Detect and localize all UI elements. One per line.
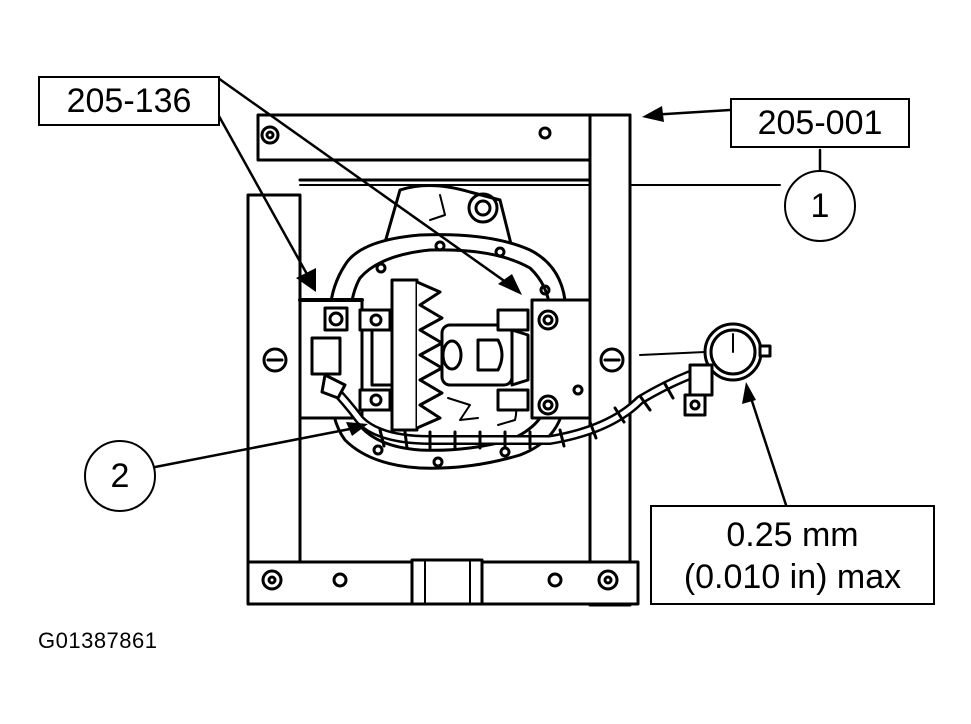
flexible-indicator-arm: [320, 370, 695, 450]
right-bearing-cap: [496, 298, 594, 420]
left-bearing-cap: [298, 298, 392, 420]
runout-spec-metric: 0.25 mm: [726, 516, 859, 554]
differential-case: [440, 323, 530, 426]
runout-spec-imperial: (0.010 in) max: [683, 558, 902, 596]
item-callout-2: 2: [84, 440, 156, 512]
arrowheads: [296, 106, 756, 436]
holding-fixture-frame: [246, 113, 640, 607]
tool-callout-205-001: 205-001: [730, 98, 910, 148]
ring-gear: [370, 278, 444, 432]
leader-lines: [148, 76, 822, 507]
item-callout-2-label: 2: [110, 456, 130, 495]
tool-callout-205-001-label: 205-001: [757, 104, 883, 142]
item-callout-1-label: 1: [810, 186, 830, 225]
tool-callout-205-136-label: 205-136: [66, 82, 192, 120]
runout-spec-box: 0.25 mm (0.010 in) max: [650, 505, 935, 605]
dial-indicator: [639, 322, 772, 417]
figure-id: G01387861: [38, 628, 158, 653]
tool-callout-205-136: 205-136: [38, 76, 220, 126]
item-callout-1: 1: [784, 170, 856, 242]
